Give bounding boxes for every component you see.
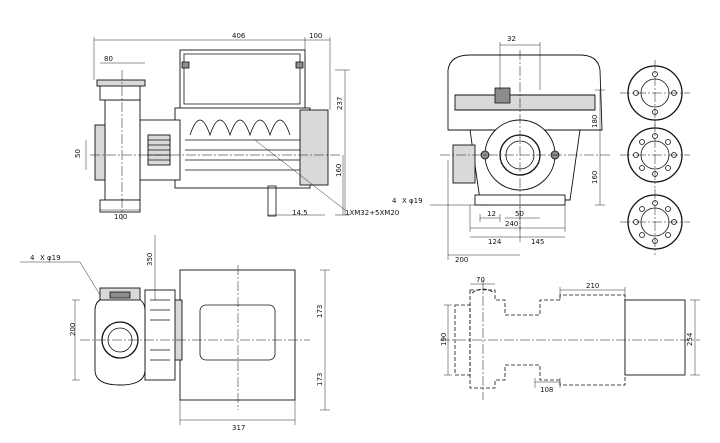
dim-12-line <box>479 214 501 222</box>
dim-180-line <box>595 89 605 155</box>
dim-80: 80 <box>104 55 113 63</box>
dim-100-top: 100 <box>309 32 322 40</box>
motor-ribs <box>185 139 305 171</box>
terminal-box-inner <box>183 53 301 105</box>
motor-cooling-fins <box>189 119 291 137</box>
plan-motor-box <box>179 269 296 401</box>
fan-cover <box>299 109 329 186</box>
pump-inlet-flange <box>94 124 106 181</box>
dim-14-5: 14.5 <box>292 209 308 217</box>
side-holes-count: 4 <box>392 197 397 205</box>
dim-406-line <box>93 37 306 80</box>
footprint-outlet-arc <box>471 288 495 294</box>
plan-bracket-ribs <box>150 299 170 361</box>
dim-124: 124 <box>488 238 502 246</box>
dim-200-plan: 200 <box>69 323 77 336</box>
plan-holes-count: 4 <box>30 254 35 262</box>
dim-173-upper-line <box>320 269 330 340</box>
footprint-motor <box>624 299 686 376</box>
foot-bolt <box>267 185 277 217</box>
side-elevation-view <box>430 42 610 260</box>
dim-100-bottom: 100 <box>114 213 127 221</box>
dim-180: 180 <box>591 115 599 128</box>
footprint-outline <box>469 289 626 389</box>
dim-317-line <box>179 400 296 425</box>
dim-190-line <box>444 304 452 376</box>
dim-200-side-line <box>447 160 520 260</box>
dim-50-side: 50 <box>515 210 524 218</box>
dim-32-line <box>499 42 541 90</box>
side-holes-spec: X φ19 <box>402 197 423 205</box>
dim-50-left: 50 <box>74 149 82 158</box>
front-elevation-view <box>85 37 350 220</box>
flange-bottom <box>620 189 690 255</box>
dim-317: 317 <box>232 424 245 432</box>
terminal-latch-right <box>295 61 304 69</box>
plan-outlet-bolts <box>109 291 131 299</box>
dim-108: 108 <box>540 386 553 394</box>
dim-173-lower: 173 <box>316 373 324 386</box>
dim-200-side: 200 <box>455 256 468 264</box>
plan-holes-spec: X φ19 <box>40 254 61 262</box>
terminal-box <box>179 49 306 111</box>
pump-outlet-neck <box>99 84 141 101</box>
dim-237: 237 <box>336 97 344 110</box>
dim-350: 350 <box>146 253 154 266</box>
plan-view <box>20 235 330 425</box>
dim-160-front: 160 <box>335 164 343 177</box>
dim-173-lower-line <box>320 340 330 411</box>
terminal-latch-left <box>181 61 190 69</box>
dim-240: 240 <box>505 220 518 228</box>
dim-173-upper: 173 <box>316 305 324 318</box>
dim-32: 32 <box>507 35 516 43</box>
dim-210-line <box>559 287 626 300</box>
plan-bracket <box>144 289 176 381</box>
dim-100-top-line <box>305 37 331 110</box>
coupling-ribs <box>148 139 170 161</box>
dim-12: 12 <box>487 210 496 218</box>
plan-holes-leader <box>20 261 101 296</box>
motor-body <box>174 107 311 189</box>
dim-240-line <box>469 205 566 232</box>
flange-top <box>620 60 690 126</box>
dim-70: 70 <box>476 276 485 284</box>
dim-254: 254 <box>686 332 694 346</box>
dim-108-line <box>534 378 561 388</box>
side-cable-gland <box>494 87 511 104</box>
dim-406: 406 <box>232 32 246 40</box>
side-terminal-band <box>454 94 596 111</box>
dim-200-plan-line <box>72 299 80 381</box>
dim-124-line <box>470 205 521 242</box>
dim-190: 190 <box>440 333 448 346</box>
footprint-inlet <box>454 304 471 376</box>
pump-outlet-flange <box>96 79 146 87</box>
cable-entry-label: 1XM32+5XM20 <box>345 209 399 217</box>
side-junction-box <box>452 144 476 184</box>
dim-145: 145 <box>531 238 544 246</box>
flange-middle <box>620 122 690 188</box>
side-terminal-box <box>447 54 603 131</box>
footprint-view <box>440 280 700 400</box>
flange-patterns <box>620 60 690 255</box>
cable-entry-leader <box>254 139 346 211</box>
pump-casing <box>104 99 141 201</box>
plan-terminal-cover <box>199 304 276 361</box>
dim-237-line <box>335 69 350 216</box>
dim-254-line <box>690 299 700 376</box>
pump-base <box>99 199 141 213</box>
dim-160-side-line <box>595 155 605 206</box>
dim-210: 210 <box>586 282 599 290</box>
dim-160-side: 160 <box>591 171 599 184</box>
